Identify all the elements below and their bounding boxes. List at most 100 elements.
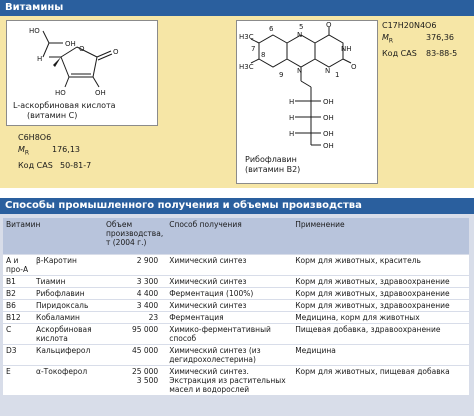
label-o-top: O: [326, 21, 332, 29]
label-oh-end: OH: [323, 142, 334, 150]
label-oh-bottom: OH: [95, 89, 106, 97]
mr-label: MR: [18, 145, 30, 157]
cell-use: Корм для животных, пищевая добавка: [292, 365, 469, 395]
vitamin-b2-name-line2: (витамин B2): [245, 165, 301, 174]
mr-label-b2: MR: [382, 33, 394, 45]
riboflavin-structure: H3C H3C N N N NH O O 5 6 7 8 9 1 H H H O…: [239, 21, 357, 150]
cell-volume: 25 000 3 500: [103, 365, 167, 395]
cell-volume: 3 300: [103, 275, 167, 288]
cell-use: Корм для животных, краситель: [292, 254, 469, 276]
label-n1: N: [325, 67, 330, 75]
cell-vitamin: B12: [3, 311, 33, 324]
section-header-production: Способы промышленного получения и объемы…: [0, 198, 474, 214]
label-oh2: OH: [323, 114, 334, 122]
cell-vitamin: B1: [3, 275, 33, 288]
vitamin-b2-formula: C17H20N4O6: [382, 21, 437, 30]
label-num1: 1: [335, 71, 339, 79]
vitamin-c-card: HO H OH O O HO OH L-аскорбиновая кислота…: [6, 20, 158, 126]
cell-vitamin: A и про-A: [3, 254, 33, 276]
cas-label: Код CAS: [18, 160, 53, 170]
label-o-ring: O: [79, 45, 85, 53]
section-title-production: Способы промышленного получения и объемы…: [5, 200, 362, 211]
label-oh-left: OH: [65, 40, 76, 48]
label-h: H: [37, 55, 42, 63]
cell-name: Тиамин: [33, 275, 103, 288]
header-volume: Объем производства, т (2004 г.): [103, 218, 167, 255]
table-header-row: Витамин Объем производства, т (2004 г.) …: [3, 218, 469, 255]
header-method: Способ получения: [166, 218, 293, 255]
cell-method: Химический синтез: [166, 299, 293, 312]
vitamin-c-name: L-аскорбиновая кислота (витамин C): [13, 101, 116, 121]
label-h3: H: [289, 130, 294, 138]
cell-vitamin: B2: [3, 287, 33, 300]
label-num6: 6: [269, 25, 274, 33]
cell-use: Корм для животных, здравоохранение: [292, 275, 469, 288]
vitamin-c-name-line1: L-аскорбиновая кислота: [13, 101, 116, 110]
vitamin-c-name-line2: (витамин C): [27, 111, 78, 120]
cell-method: Химико-ферментативный способ: [166, 323, 293, 345]
label-num8: 8: [261, 51, 265, 59]
cell-method: Химический синтез (из дегидрохолестерина…: [166, 344, 293, 366]
section-title-vitamins: Витамины: [5, 2, 64, 13]
label-oh3: OH: [323, 130, 334, 138]
label-h1: H: [289, 98, 294, 106]
ascorbic-acid-structure: HO H OH O O HO OH: [29, 27, 119, 97]
cell-use: Пищевая добавка, здравоохранение: [292, 323, 469, 345]
cell-method: Ферментация: [166, 311, 293, 324]
cell-method: Ферментация (100%): [166, 287, 293, 300]
label-ho-bottom: HO: [55, 89, 66, 97]
cell-method: Химический синтез: [166, 275, 293, 288]
cell-volume: 4 400: [103, 287, 167, 300]
cell-vitamin: D3: [3, 344, 33, 366]
cell-vitamin: B6: [3, 299, 33, 312]
vitamin-b2-cas-value: 83-88-5: [426, 48, 458, 58]
cell-name: β-Каротин: [33, 254, 103, 276]
cell-vitamin: C: [3, 323, 33, 345]
label-num5: 5: [299, 23, 303, 31]
label-h3c-top: H3C: [239, 33, 254, 41]
label-ho-top: HO: [29, 27, 40, 35]
label-o-right: O: [351, 63, 357, 71]
vitamin-b2-mr-value: 376,36: [426, 33, 454, 42]
label-n5: N: [297, 31, 302, 39]
vitamin-b2-name: Рибофлавин (витамин B2): [245, 155, 300, 175]
production-table: Витамин Объем производства, т (2004 г.) …: [3, 218, 469, 395]
vitamin-c-cas-value: 50-81-7: [60, 160, 92, 170]
label-h2: H: [289, 114, 294, 122]
header-vitamin: Витамин: [3, 218, 103, 255]
cell-name: Кобаламин: [33, 311, 103, 324]
cell-use: Медицина, корм для животных: [292, 311, 469, 324]
cell-use: Корм для животных, здравоохранение: [292, 287, 469, 300]
label-nh: NH: [341, 45, 352, 53]
label-oh1: OH: [323, 98, 334, 106]
cell-volume: 95 000: [103, 323, 167, 345]
cell-use: Корм для животных, здравоохранение: [292, 299, 469, 312]
cell-use: Медицина: [292, 344, 469, 366]
label-num7: 7: [251, 45, 255, 53]
vitamin-c-mr-value: 176,13: [52, 145, 80, 154]
section-header-vitamins: Витамины: [0, 0, 474, 16]
cell-volume: 3 400: [103, 299, 167, 312]
cell-volume: 45 000: [103, 344, 167, 366]
cell-name: α-Токоферол: [33, 365, 103, 395]
cell-volume: 23: [103, 311, 167, 324]
cell-method: Химический синтез: [166, 254, 293, 276]
label-num9: 9: [279, 71, 283, 79]
cell-name: Аскорбиновая кислота: [33, 323, 103, 345]
cell-vitamin: E: [3, 365, 33, 395]
vitamin-c-formula: C6H8O6: [18, 133, 52, 142]
label-n10: N: [297, 67, 302, 75]
cell-volume: 2 900: [103, 254, 167, 276]
cell-name: Рибофлавин: [33, 287, 103, 300]
cell-name: Пиридоксаль: [33, 299, 103, 312]
vitamin-b2-name-line1: Рибофлавин: [245, 155, 297, 164]
